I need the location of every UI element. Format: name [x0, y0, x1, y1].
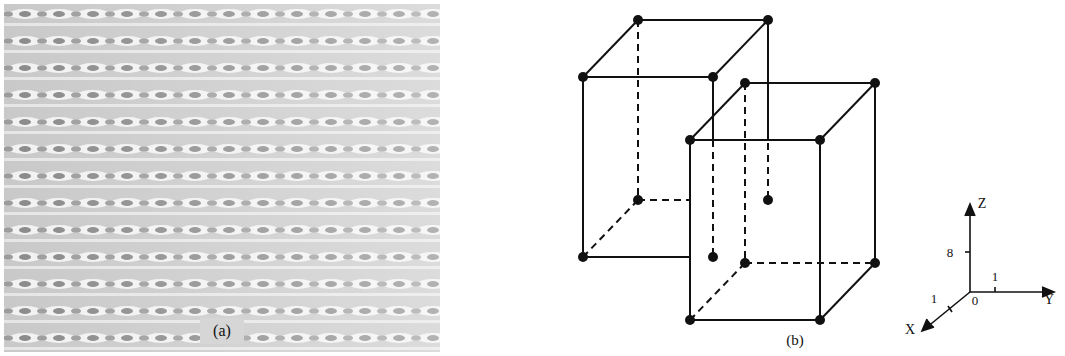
- tick-value: 1: [931, 292, 938, 305]
- axis-label: Z: [978, 197, 987, 211]
- axis-label: Y: [1044, 293, 1054, 307]
- axis-label: X: [905, 323, 915, 337]
- cube-lattice: [583, 20, 875, 320]
- tick-value: 8: [947, 246, 954, 259]
- panel-label: (b): [786, 333, 804, 348]
- tick-value: 0: [972, 294, 979, 307]
- lattice-points: [578, 15, 880, 325]
- panel-label: (a): [213, 323, 231, 339]
- micrograph: [4, 4, 440, 352]
- tick-value: 1: [992, 270, 999, 283]
- axes: [922, 204, 1054, 331]
